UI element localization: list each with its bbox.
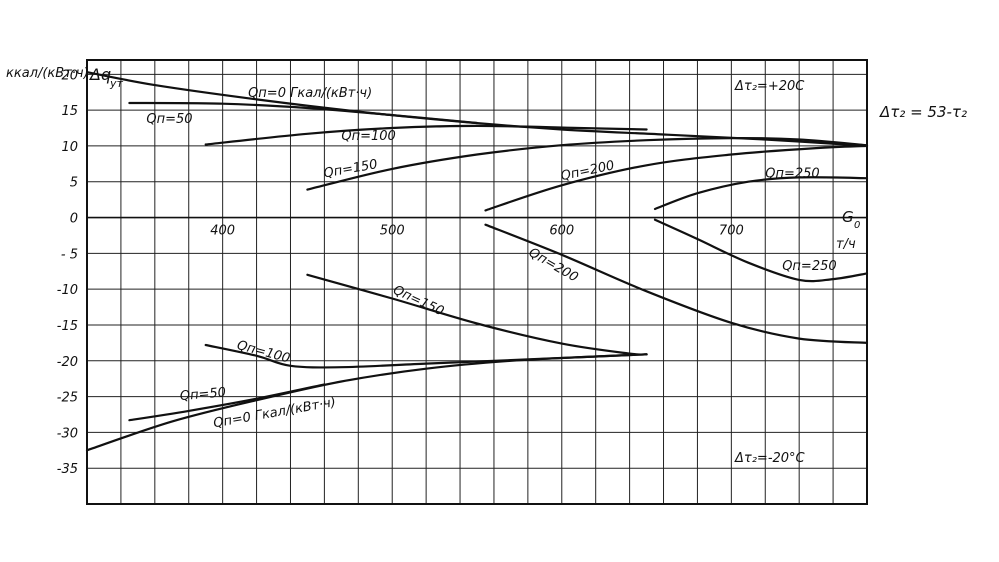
formula-annotation: Δτ₂ = 53-τ₂ xyxy=(879,103,967,121)
x-tick-label: 700 xyxy=(719,224,744,239)
series-line-lower xyxy=(306,273,648,356)
y-tick-label: -20 xyxy=(57,355,78,370)
bottom-condition-annotation: Δτ₂=-20°С xyxy=(734,451,806,466)
x-axis-label-subscript: 0 xyxy=(854,220,860,231)
chart-ticks: 20 15 10 5 0 - 5 -10 -15 -20 -25 -30 -35 400 500 600 70… xyxy=(57,68,744,477)
y-tick-label: -15 xyxy=(57,319,78,334)
y-tick-label: -35 xyxy=(57,462,78,477)
series-line-lower xyxy=(653,218,869,283)
series-line-upper xyxy=(204,124,648,146)
curve-label: Qп=250 xyxy=(782,259,836,274)
series-line-upper xyxy=(306,136,869,191)
y-tick-label: -10 xyxy=(57,283,78,298)
series-line-lower xyxy=(128,383,326,422)
x-axis-label: G xyxy=(842,208,854,226)
series-line-lower xyxy=(85,353,648,452)
series-line-lower xyxy=(484,223,869,344)
curve-label: Qп=250 xyxy=(765,166,819,181)
curve-label: Qп=200 xyxy=(559,158,615,184)
curve-label: Qп=100 xyxy=(341,129,395,144)
y-tick-label: 5 xyxy=(70,176,78,191)
curve-label: Qп=0 Гкал/(кВт·ч) xyxy=(248,86,372,101)
y-tick-label: 0 xyxy=(70,212,78,227)
y-axis-label: Δq xyxy=(88,65,111,84)
top-condition-annotation: Δτ₂=+20С xyxy=(734,79,805,94)
y-tick-label: - 5 xyxy=(61,247,78,262)
y-tick-label: 15 xyxy=(61,104,78,119)
curve-label: Qп=50 xyxy=(146,112,192,127)
plot-frame xyxy=(86,59,868,505)
chart-grid xyxy=(87,60,867,504)
curve-label: Qп=0 Гкал/(кВт·ч) xyxy=(212,395,337,431)
y-axis-label-subscript: ут xyxy=(109,77,124,90)
x-tick-label: 600 xyxy=(549,224,574,239)
series-line-upper xyxy=(484,144,869,212)
chart-series xyxy=(85,71,869,452)
series-line-upper xyxy=(128,101,479,125)
series-line-lower xyxy=(204,343,648,369)
curve-label: Qп=100 xyxy=(235,338,291,367)
y-unit-label: ккал/(кВт·ч) xyxy=(6,66,89,81)
x-unit-label: т/ч xyxy=(836,237,856,252)
y-tick-label: -30 xyxy=(57,426,78,441)
y-tick-label: 20 xyxy=(61,68,78,83)
curve-label: Qп=50 xyxy=(179,385,226,404)
y-tick-label: -25 xyxy=(57,391,78,406)
x-tick-label: 500 xyxy=(380,224,405,239)
x-tick-label: 400 xyxy=(210,224,235,239)
series-line-upper xyxy=(653,176,869,211)
y-tick-label: 10 xyxy=(61,140,78,155)
